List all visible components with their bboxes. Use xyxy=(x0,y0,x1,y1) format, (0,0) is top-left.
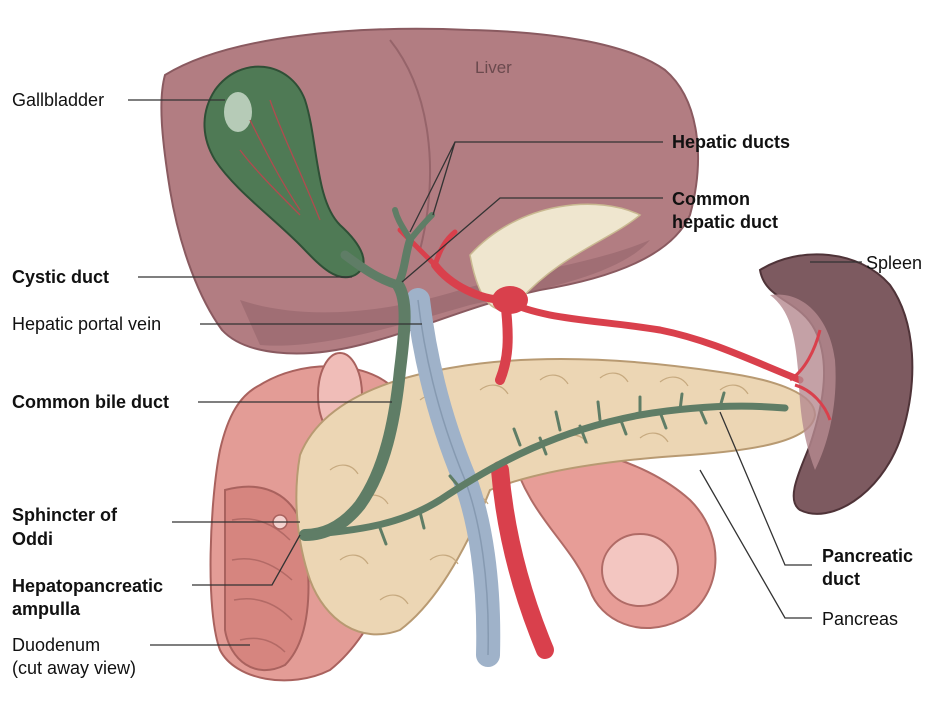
stomach-lumen xyxy=(602,534,678,606)
gallbladder-highlight xyxy=(224,92,252,132)
hepatic-portal-vein-label: Hepatic portal vein xyxy=(12,313,161,335)
spleen xyxy=(760,254,912,513)
gallbladder-label: Gallbladder xyxy=(12,89,104,111)
hepatopancreatic-ampulla-label-line1: Hepatopancreatic xyxy=(12,575,163,597)
duodenum-label-line2: (cut away view) xyxy=(12,657,136,679)
celiac-trunk xyxy=(492,286,528,314)
spleen-label: Spleen xyxy=(866,252,922,274)
common-hepatic-duct-label-line1: Common xyxy=(672,188,750,210)
hepatic-ducts-label: Hepatic ducts xyxy=(672,131,790,153)
duodenum-label-line1: Duodenum xyxy=(12,634,100,656)
liver-label: Liver xyxy=(475,57,512,79)
common-bile-duct-label: Common bile duct xyxy=(12,391,169,413)
pancreatic-duct-label-line1: Pancreatic xyxy=(822,545,913,567)
common-hepatic-duct-label-line2: hepatic duct xyxy=(672,211,778,233)
cystic-duct-label: Cystic duct xyxy=(12,266,109,288)
sphincter-of-oddi-label-line1: Sphincter of xyxy=(12,504,117,526)
pancreatic-duct-label-line2: duct xyxy=(822,568,860,590)
hepatopancreatic-ampulla-label-line2: ampulla xyxy=(12,598,80,620)
sphincter-of-oddi-label-line2: Oddi xyxy=(12,528,53,550)
pancreas-label: Pancreas xyxy=(822,608,898,630)
